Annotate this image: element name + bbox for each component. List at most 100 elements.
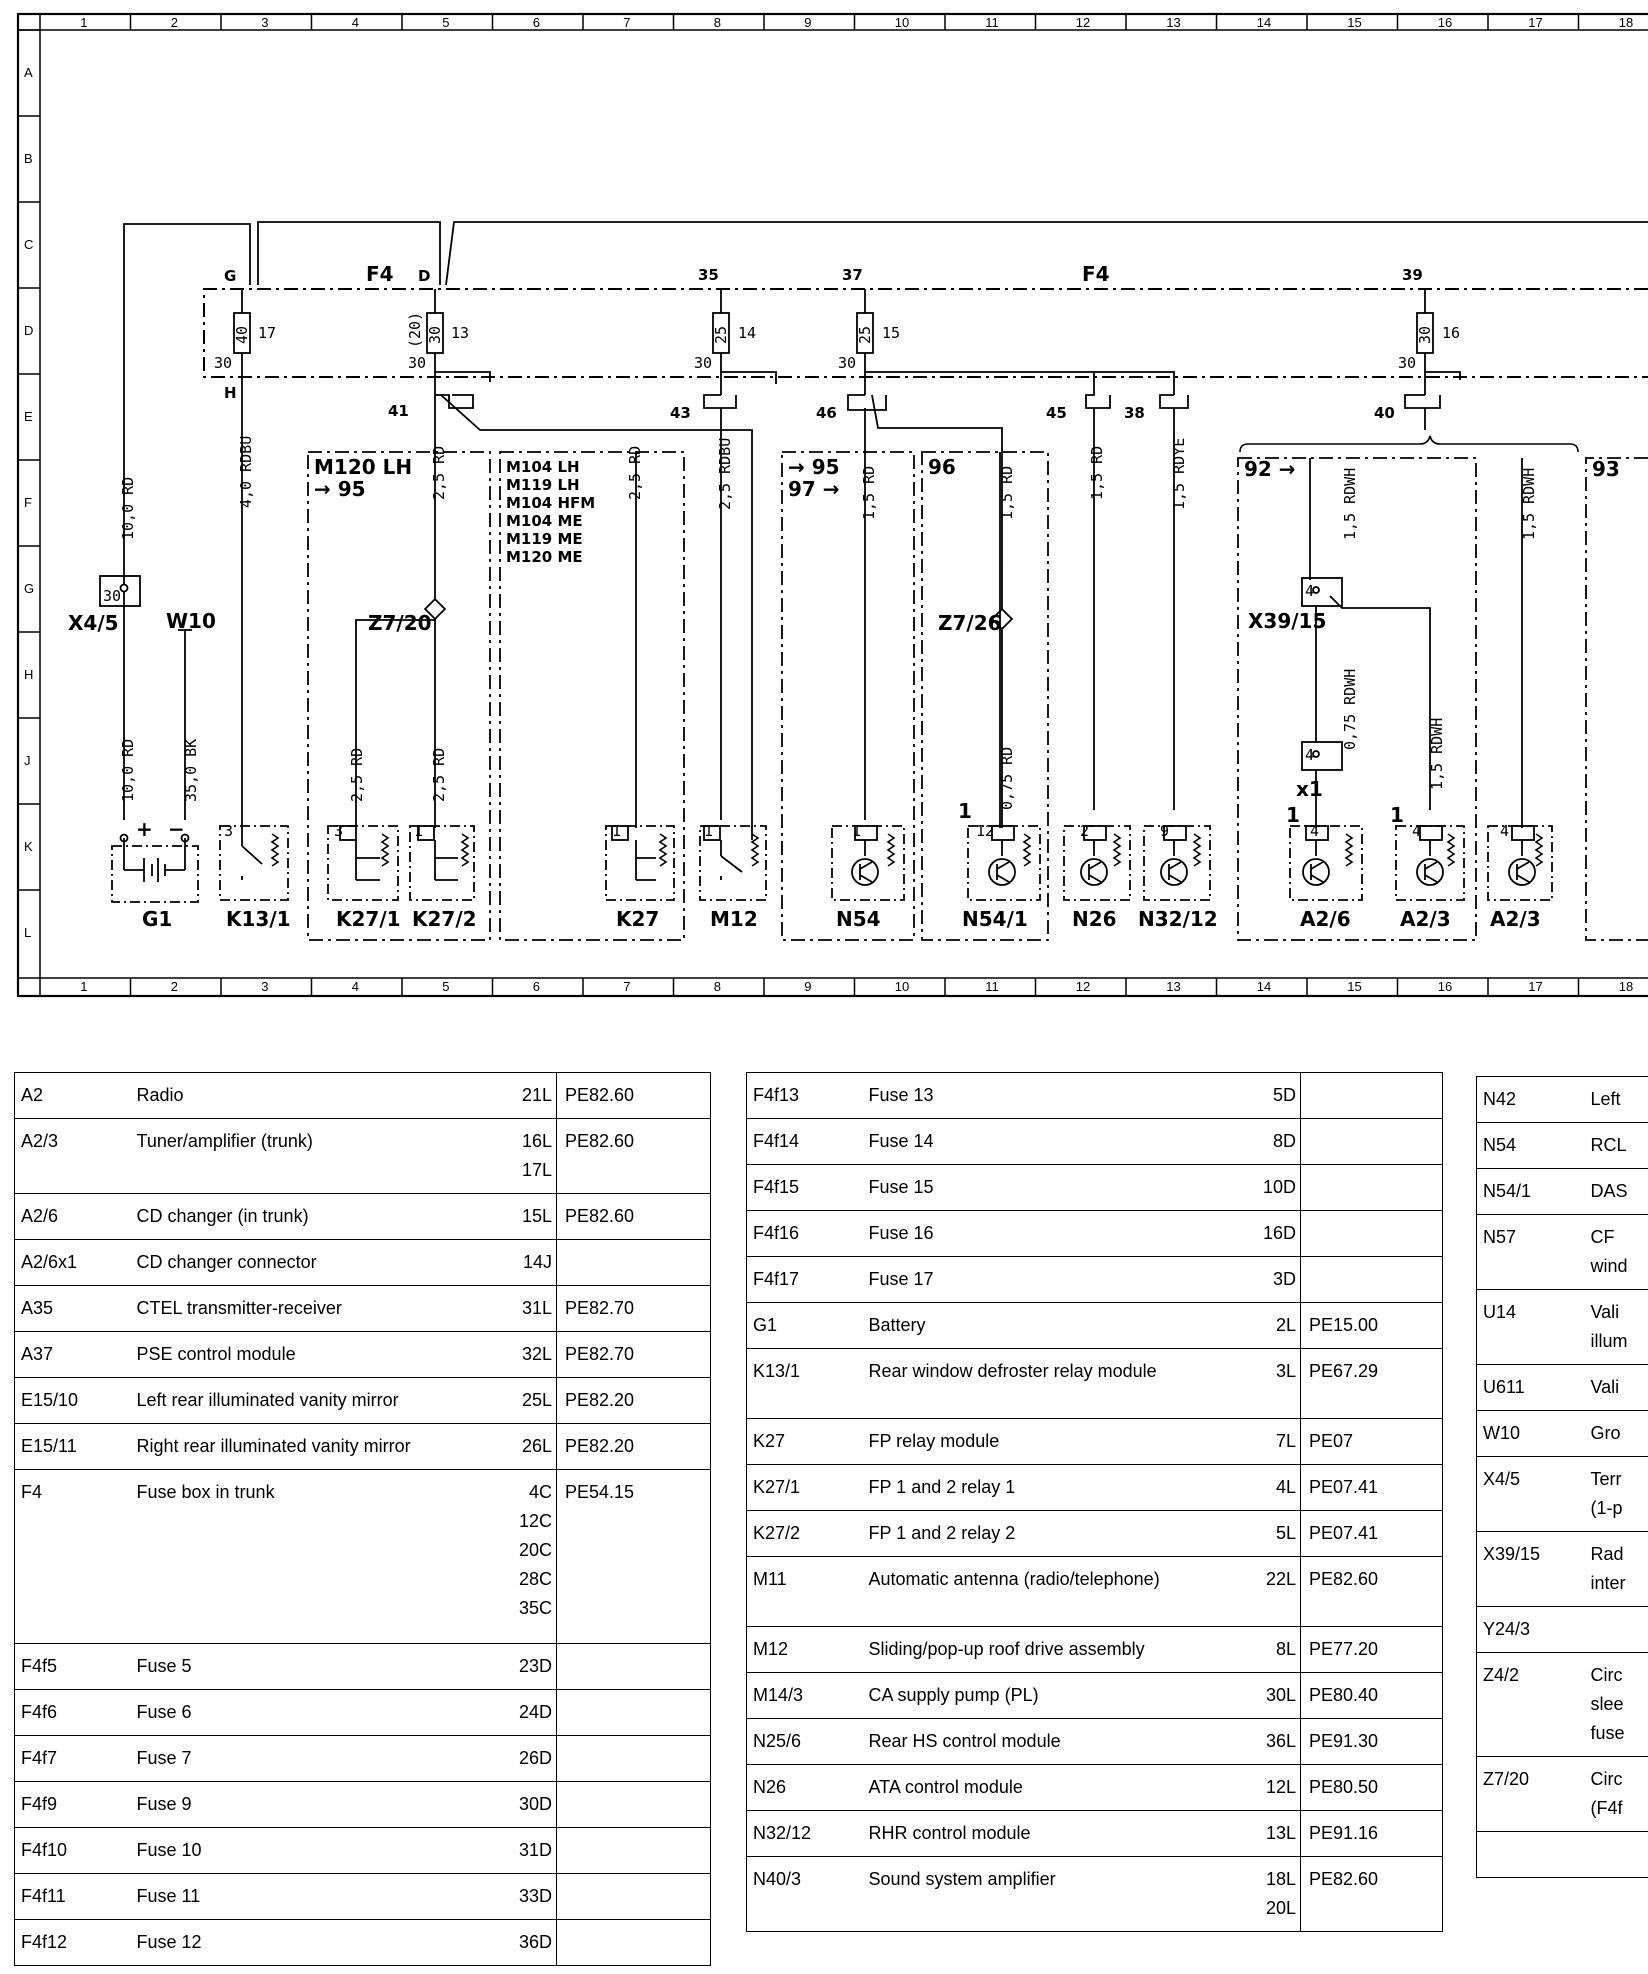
legend-name: Fuse 9 [130,1781,487,1828]
svg-text:25: 25 [712,326,730,344]
legend-location: 5D [1220,1072,1301,1119]
legend-code: M11 [746,1556,863,1627]
legend-name-line: (F4f [1590,1798,1623,1818]
component-a26: A2/6 [1300,907,1351,931]
fuse-box-outline [203,288,1648,378]
legend-code: N54/1 [1476,1168,1585,1215]
legend-name: Fuse 15 [862,1164,1221,1211]
legend-code: U14 [1476,1289,1585,1365]
grid-row-label: L [24,925,31,940]
legend-location: 2L [1220,1302,1301,1349]
module-n541 [967,825,1041,901]
legend-location: 3L [1220,1348,1301,1419]
pin-a26: 4 [1310,822,1319,840]
legend-name: PSE control module [130,1331,487,1378]
legend-name-line: Circ [1590,1769,1623,1789]
wire-m12: 2,5 RDBU [716,438,734,510]
legend-name-line: inter [1590,1573,1626,1593]
grid-col-label: 8 [714,979,721,994]
legend-name: Fuse 11 [130,1873,487,1920]
legend-name: Rear window defroster relay module [862,1348,1221,1419]
svg-text:17: 17 [258,324,276,342]
legend-name: FP 1 and 2 relay 2 [862,1510,1221,1557]
splice-z726: Z7/26 [938,611,1002,635]
pin-plus: + [136,817,153,841]
legend-name: Fuse 17 [862,1256,1221,1303]
node-45: 45 [1046,404,1067,422]
legend-pe [1300,1072,1443,1119]
grid-frame [16,12,1648,998]
node-39: 39 [1402,266,1423,284]
pin-x45: 30 [103,587,121,605]
pin-k271: 3 [334,822,343,840]
wire-a23: 1,5 RDWH [1428,718,1446,790]
svg-text:40: 40 [233,326,251,344]
svg-text:16: 16 [1442,324,1460,342]
legend-code: G1 [746,1302,863,1349]
legend-code: W10 [1476,1410,1585,1457]
motor-m12 [699,825,767,901]
grid-row-label: D [24,323,33,338]
legend-location: 25L [486,1377,557,1424]
pin-m12: 1 [704,822,713,840]
control-modules [831,825,1553,901]
wire-n3212: 1,5 RDYE [1170,438,1188,510]
grid-col-label: 15 [1347,979,1361,994]
legend-pe: PE07.41 [1300,1510,1443,1557]
legend-location: 5L [1220,1510,1301,1557]
legend-name-line: (1-p [1590,1498,1623,1518]
module-n26 [1063,825,1131,901]
legend-location: 8L [1220,1626,1301,1673]
legend-name-line: CF [1590,1227,1615,1247]
legend-location-value: 3D [1272,1269,1296,1289]
relay-k27 [605,825,675,901]
legend-pe: PE67.29 [1300,1348,1443,1419]
legend-name: Fuse 7 [130,1735,487,1782]
fuse-box-label-right: F4 [1082,262,1110,286]
legend-name: FP 1 and 2 relay 1 [862,1464,1221,1511]
block-m120-l1: M120 LH [314,455,412,479]
legend-location-value: 32L [521,1344,552,1364]
legend-name: Vali [1584,1364,1648,1411]
grid-col-label: 6 [533,979,540,994]
wire-x45-bot: 10,0 RD [119,739,137,802]
legend-location-value: 4C [528,1482,552,1502]
legend-name: FP relay module [862,1418,1221,1465]
pin-a23b: 4 [1500,822,1509,840]
legend-name: Left rear illuminated vanity mirror [130,1377,487,1424]
legend-pe: PE77.20 [1300,1626,1443,1673]
pin-a26-side: 1 [1286,803,1300,827]
node-37: 37 [842,266,863,284]
legend-pe: PE82.20 [556,1377,711,1424]
legend-pe: PE82.20 [556,1423,711,1470]
block-m120-l2: → 95 [314,477,366,501]
grid-col-label: 1 [80,15,87,30]
legend-pe: PE07.41 [1300,1464,1443,1511]
legend-location-value: 2L [1275,1315,1296,1335]
svg-text:30: 30 [1398,354,1416,372]
node-35: 35 [698,266,719,284]
component-n541: N54/1 [962,907,1028,931]
grid-col-label: 5 [442,15,449,30]
fuse-f4f15: 25 15 30 [838,289,900,395]
legend-pe: PE82.70 [556,1331,711,1378]
block-m104-l5: M119 ME [506,530,583,548]
legend-location-value: 16L [521,1131,552,1151]
pin-n3212: 9 [1160,822,1169,840]
legend-pe: PE82.60 [556,1118,711,1194]
legend-code: F4f15 [746,1164,863,1211]
legend-code: F4f14 [746,1118,863,1165]
